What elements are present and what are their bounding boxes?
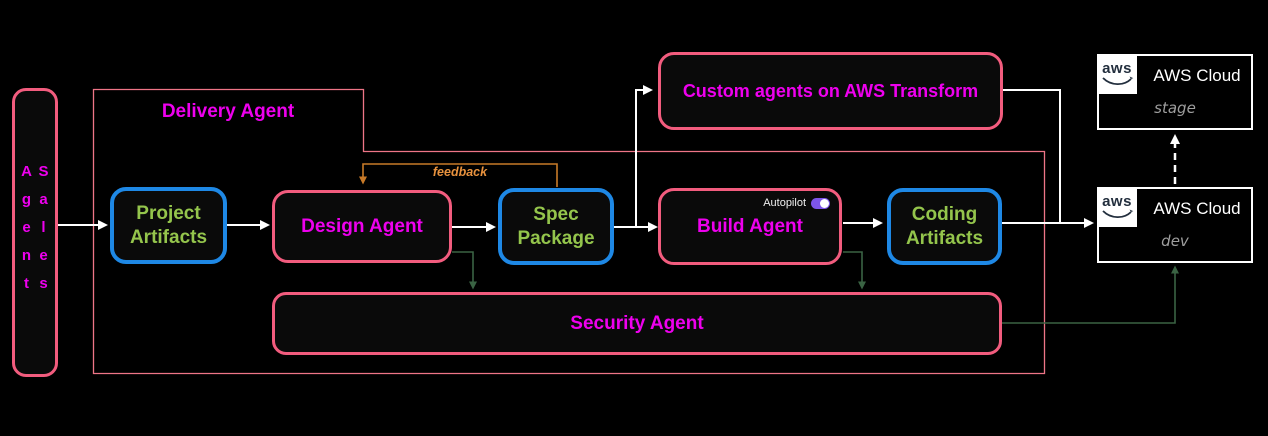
feedback-edge-label: feedback bbox=[432, 165, 488, 179]
edge-design-to-security bbox=[452, 251, 477, 290]
edge-custom-agents-to-dev bbox=[1003, 89, 1061, 222]
build-agent-label: Build Agent bbox=[697, 215, 803, 237]
node-aws-cloud-stage[interactable]: aws AWS Cloud stage bbox=[1097, 54, 1253, 130]
aws-logo-icon: aws bbox=[1097, 54, 1137, 94]
aws-logo-text: aws bbox=[1102, 59, 1132, 77]
autopilot-toggle[interactable] bbox=[811, 197, 830, 209]
autopilot-control: Autopilot bbox=[763, 197, 830, 209]
aws-cloud-stage-env: stage bbox=[1154, 99, 1196, 117]
security-agent-label: Security Agent bbox=[570, 312, 704, 334]
node-custom-agents-aws-transform[interactable]: Custom agents on AWS Transform bbox=[658, 52, 1003, 130]
spec-package-label: Spec Package bbox=[517, 203, 595, 249]
node-security-agent[interactable]: Security Agent bbox=[272, 292, 1002, 355]
aws-smile-icon bbox=[1102, 76, 1134, 85]
aws-logo-text: aws bbox=[1102, 192, 1132, 210]
project-artifacts-label: Project Artifacts bbox=[129, 202, 208, 248]
aws-cloud-dev-env: dev bbox=[1161, 232, 1189, 250]
custom-agents-label: Custom agents on AWS Transform bbox=[682, 80, 979, 101]
node-build-agent[interactable]: Autopilot Build Agent bbox=[658, 188, 842, 265]
design-agent-label: Design Agent bbox=[301, 215, 423, 237]
coding-artifacts-label: Coding Artifacts bbox=[905, 203, 984, 249]
node-project-artifacts[interactable]: Project Artifacts bbox=[110, 187, 227, 264]
aws-logo-icon: aws bbox=[1097, 187, 1137, 227]
edge-feedback bbox=[359, 163, 558, 187]
delivery-agent-label: Delivery Agent bbox=[161, 101, 295, 122]
edge-security-to-dev bbox=[1002, 265, 1179, 324]
edge-spec-to-custom-agents bbox=[635, 85, 653, 227]
aws-smile-icon bbox=[1102, 209, 1134, 218]
node-aws-cloud-dev[interactable]: aws AWS Cloud dev bbox=[1097, 187, 1253, 263]
edge-build-to-security bbox=[843, 251, 866, 290]
node-spec-package[interactable]: Spec Package bbox=[498, 188, 614, 265]
sales-agent-label: Sales Agent bbox=[18, 162, 52, 303]
node-coding-artifacts[interactable]: Coding Artifacts bbox=[887, 188, 1002, 265]
aws-cloud-stage-title: AWS Cloud bbox=[1153, 66, 1241, 85]
toggle-knob-icon bbox=[820, 198, 829, 208]
aws-cloud-dev-title: AWS Cloud bbox=[1153, 199, 1241, 218]
node-design-agent[interactable]: Design Agent bbox=[272, 190, 452, 263]
node-sales-agent[interactable]: Sales Agent bbox=[12, 88, 58, 377]
autopilot-label: Autopilot bbox=[763, 197, 806, 209]
